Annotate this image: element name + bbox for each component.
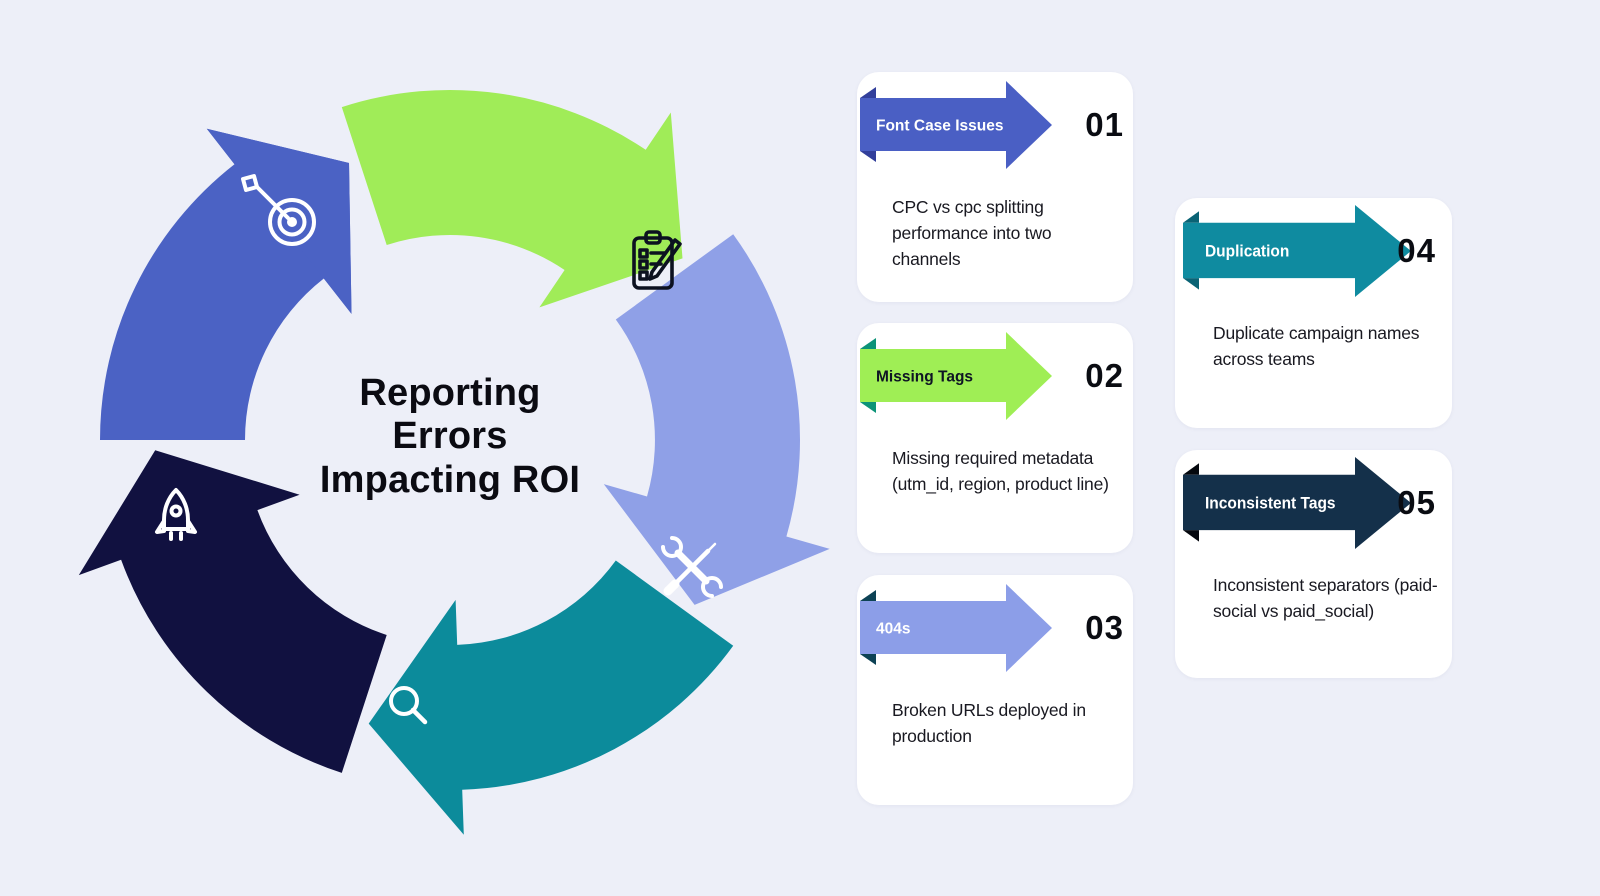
cycle-title-line-2: Errors [392, 415, 508, 458]
search-icon [389, 686, 428, 725]
cycle-segment-green [341, 89, 683, 308]
ribbon-arrow: Font Case Issues [860, 81, 1052, 169]
ribbon-title: Duplication [1205, 243, 1289, 260]
ribbon-fold-top [860, 590, 876, 601]
card-description: Broken URLs deployed in production [892, 700, 1086, 746]
card-number: 05 [1397, 484, 1436, 521]
ribbon-body [1183, 205, 1411, 297]
ribbon-title: Inconsistent Tags [1205, 495, 1336, 512]
ribbon-body [860, 332, 1052, 420]
ribbon-fold-bottom [1183, 278, 1199, 290]
card-description: CPC vs cpc splitting performance into tw… [892, 197, 1052, 269]
card-number: 04 [1397, 232, 1436, 269]
ribbon-arrow: Duplication [1183, 205, 1411, 297]
card-inconsistent-tags: Inconsistent Tags 05 Inconsistent separa… [1175, 450, 1452, 678]
ribbon-fold-bottom [860, 151, 876, 162]
ribbon-fold-bottom [860, 402, 876, 413]
ribbon-fold-bottom [1183, 530, 1199, 542]
ribbon-arrow: Inconsistent Tags [1183, 457, 1411, 549]
card-description: Missing required metadata (utm_id, regio… [892, 448, 1109, 494]
card-missing-tags: Missing Tags 02 Missing required metadat… [857, 323, 1133, 553]
ribbon-fold-top [860, 338, 876, 349]
ribbon-fold-top [860, 87, 876, 98]
cycle-title-line-3: Impacting ROI [319, 458, 581, 501]
card-duplication: Duplication 04 Duplicate campaign names … [1175, 198, 1452, 428]
cycle-diagram [78, 89, 830, 835]
ribbon-body [860, 584, 1052, 672]
ribbon-fold-top [1183, 463, 1199, 475]
cycle-segment-periwinkle [603, 234, 830, 605]
card-number: 03 [1085, 609, 1124, 646]
card-font-case-issues: Font Case Issues 01 CPC vs cpc splitting… [857, 72, 1133, 302]
card-description: Duplicate campaign names across teams [1213, 323, 1420, 369]
ribbon-title: Font Case Issues [876, 118, 1004, 135]
rocket-icon [155, 488, 197, 541]
cycle-title-line-1: Reporting [359, 372, 541, 414]
ribbon-title: Missing Tags [876, 369, 973, 386]
ribbon-fold-top [1183, 211, 1199, 223]
ribbon-arrow: Missing Tags [860, 332, 1052, 420]
ribbon-arrow: 404s [860, 584, 1052, 672]
card-number: 01 [1085, 106, 1124, 143]
card-description: Inconsistent separators (paid-social vs … [1213, 575, 1438, 621]
ribbon-body [1183, 457, 1411, 549]
clipboard-checklist-icon [632, 230, 682, 290]
target-icon [241, 174, 316, 246]
ribbon-body [860, 81, 1052, 169]
card-404s: 404s 03 Broken URLs deployed in producti… [857, 575, 1133, 805]
ribbon-title: 404s [876, 621, 910, 638]
cycle-title: Reporting Errors Impacting ROI [250, 372, 650, 502]
tools-icon [661, 536, 723, 598]
cycle-segment-teal [368, 560, 734, 835]
card-number: 02 [1085, 357, 1124, 394]
ribbon-fold-bottom [860, 654, 876, 665]
